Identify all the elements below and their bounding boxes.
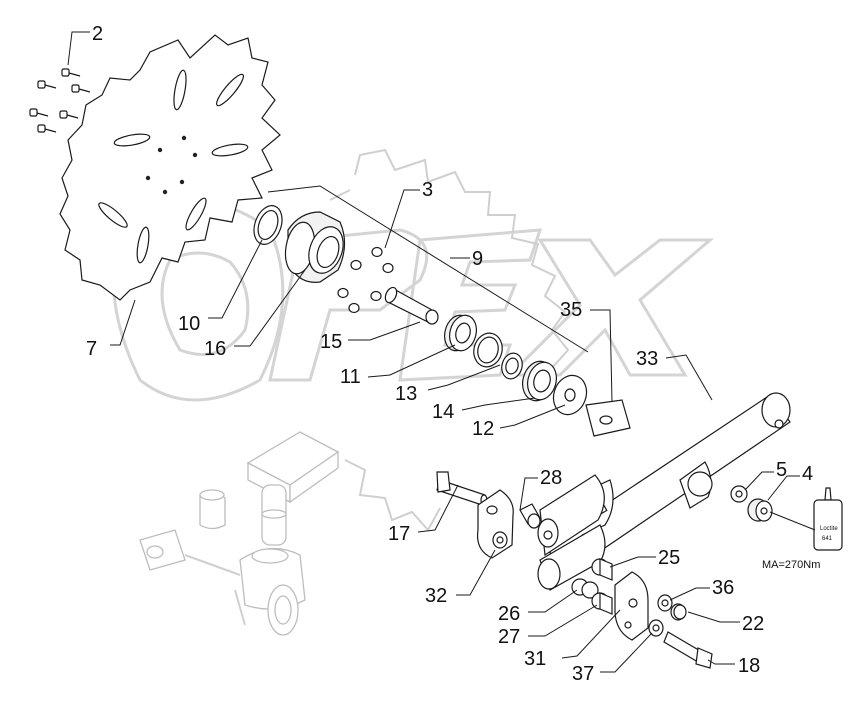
bolt-18 (663, 631, 713, 669)
callout-labels: 2 3 4 5 7 9 10 11 12 13 14 15 16 17 18 2… (86, 23, 813, 685)
notched-disc-blade (59, 34, 281, 301)
ghost-disc-outline (329, 148, 570, 532)
sleeve (501, 352, 523, 380)
ghost-mount-bracket (139, 431, 340, 636)
locknut-4 (747, 498, 773, 522)
cover-plate (614, 571, 649, 641)
callout-12: 12 (472, 418, 494, 440)
washer-37 (648, 619, 664, 637)
callout-13: 13 (395, 383, 417, 405)
spacer-ring (473, 332, 503, 368)
ghost-gear (267, 584, 299, 636)
threadlocker-brand: Loctite (820, 526, 838, 532)
bushing-25 (591, 558, 613, 581)
callout-5: 5 (776, 459, 787, 481)
callout-31: 31 (524, 648, 546, 670)
washer-36 (657, 594, 673, 612)
callout-16: 16 (204, 338, 226, 360)
bushing-26 (571, 578, 599, 599)
callout-10: 10 (178, 313, 200, 335)
bushing-28 (519, 503, 541, 529)
bearing (444, 314, 477, 352)
torque-note: MA=270Nm (762, 559, 820, 571)
callout-22: 22 (742, 613, 764, 635)
callout-28: 28 (540, 467, 562, 489)
disc-bolts (29, 68, 91, 133)
mounting-plate (476, 489, 514, 559)
leader-lines (67, 31, 800, 673)
callout-4: 4 (802, 463, 813, 485)
callout-15: 15 (320, 331, 342, 353)
callout-37: 37 (572, 663, 594, 685)
nut-22 (670, 603, 687, 621)
callout-36: 36 (712, 577, 734, 599)
callout-2: 2 (92, 23, 103, 45)
callout-11: 11 (340, 366, 361, 388)
callout-18: 18 (738, 655, 760, 677)
threadlocker-code: 641 (822, 536, 833, 542)
axle-pin (384, 286, 439, 325)
callout-27: 27 (498, 626, 520, 648)
threadlocker-bottle: Loctite 641 (813, 487, 843, 551)
locking-plate (585, 399, 631, 437)
callout-9: 9 (472, 248, 483, 270)
washer-5 (730, 485, 748, 503)
callout-35: 35 (560, 299, 582, 321)
callout-3: 3 (422, 179, 433, 201)
callout-32: 32 (425, 585, 447, 607)
callout-7: 7 (86, 338, 97, 360)
callout-26: 26 (498, 603, 520, 625)
callout-14: 14 (432, 401, 454, 423)
callout-25: 25 (658, 547, 680, 569)
hub-nuts (337, 246, 394, 314)
wheel-hub (284, 211, 346, 283)
swing-arm (537, 392, 791, 591)
pivot-bolt (436, 471, 488, 506)
callout-17: 17 (388, 523, 410, 545)
bushing-27 (591, 592, 613, 615)
callout-33: 33 (636, 348, 658, 370)
retaining-ring (253, 205, 283, 245)
washer (552, 374, 588, 416)
shaft-seal (522, 360, 557, 402)
